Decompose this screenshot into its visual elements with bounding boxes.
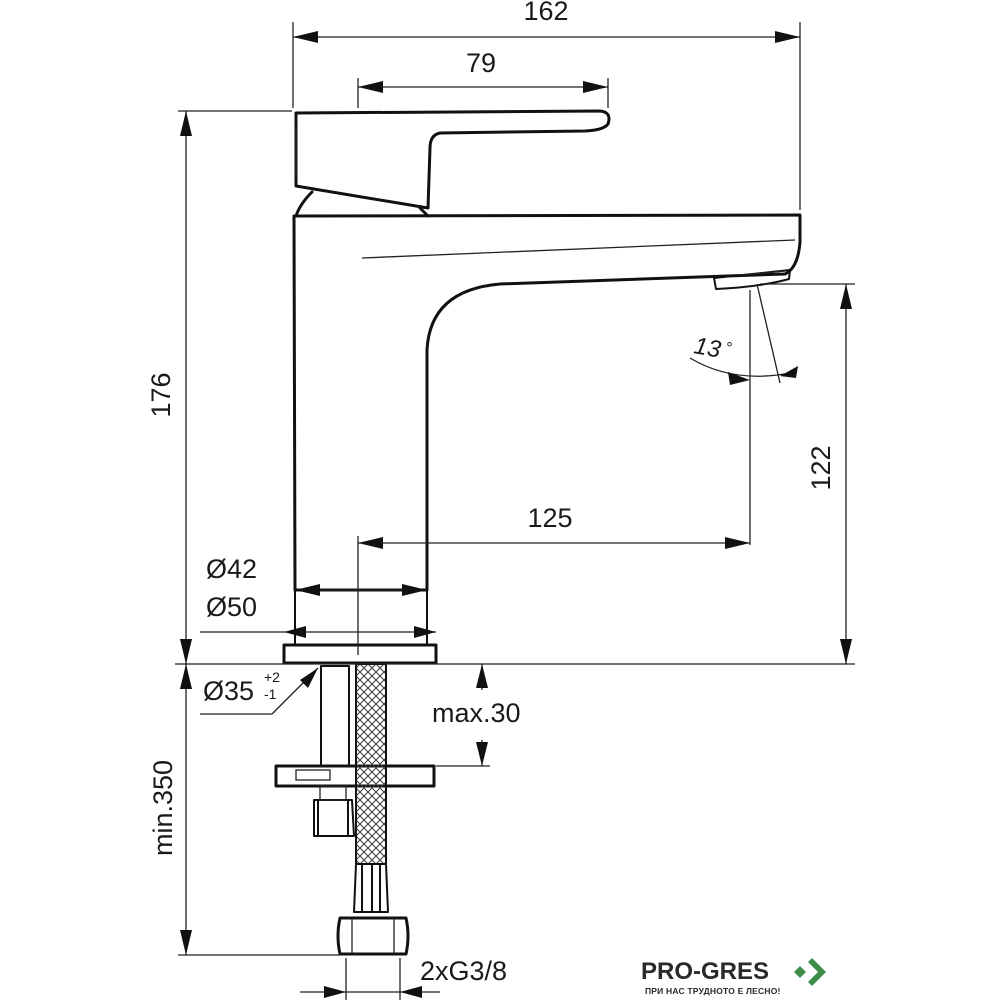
dim-handle-length: 79 [357, 48, 609, 108]
spout-height-label: 122 [806, 445, 836, 490]
dim-overall-height: 176 [146, 110, 292, 664]
angle-unit: ° [724, 340, 734, 358]
dim-body-diameter: Ø42 [206, 554, 427, 596]
dim-base-diameter: Ø50 [200, 592, 436, 638]
dim-angle: 13° [689, 283, 798, 385]
nut-collar [319, 785, 347, 801]
brand-logo: PRO-GRES ПРИ НАС ТРУДНОТО Е ЛЕСНО! [641, 958, 826, 996]
angle-value: 13 [692, 332, 724, 363]
aerator-line [739, 270, 786, 276]
dim-spout-reach: 125 [357, 290, 751, 655]
fixing-nut [313, 799, 355, 837]
brand-tagline: ПРИ НАС ТРУДНОТО Е ЛЕСНО! [645, 986, 781, 996]
faucet-body [282, 109, 802, 665]
hose-ferrule [353, 863, 389, 913]
plate-slot [295, 769, 331, 781]
dim-hole-diameter: Ø35 +2 -1 [200, 667, 319, 715]
overall-width-label: 162 [523, 0, 568, 26]
base-diameter-label: Ø50 [206, 592, 257, 622]
lever-handle [294, 109, 611, 210]
hole-tol-minus: -1 [264, 686, 277, 702]
threaded-rod [320, 665, 350, 767]
connection-nut [336, 916, 410, 956]
spout-highlight [361, 239, 796, 259]
handle-length-label: 79 [466, 48, 496, 78]
body-diameter-label: Ø42 [206, 554, 257, 584]
braided-hose [355, 663, 387, 865]
dim-connection: 2xG3/8 [300, 956, 507, 1000]
dim-overall-width: 162 [292, 0, 801, 210]
dim-hose-length: min.350 [148, 664, 340, 956]
brand-diamond-icon [794, 958, 826, 986]
base-ring [282, 643, 438, 665]
body-spout [292, 213, 802, 592]
aerator [713, 269, 791, 290]
spout-reach-label: 125 [527, 503, 572, 533]
max-thickness-label: max.30 [432, 698, 521, 728]
hole-tol-plus: +2 [264, 669, 280, 685]
brand-name: PRO-GRES [641, 958, 769, 985]
dim-max-thickness: max.30 [432, 664, 521, 767]
angle-label: 13° [692, 332, 734, 365]
mounting-assembly [274, 663, 436, 956]
hole-diameter-label: Ø35 [203, 676, 254, 706]
base-collar [294, 589, 428, 646]
connection-label: 2xG3/8 [420, 956, 507, 986]
hose-length-label: min.350 [148, 760, 178, 856]
dim-spout-height: 122 [760, 283, 855, 664]
overall-height-label: 176 [146, 372, 176, 417]
